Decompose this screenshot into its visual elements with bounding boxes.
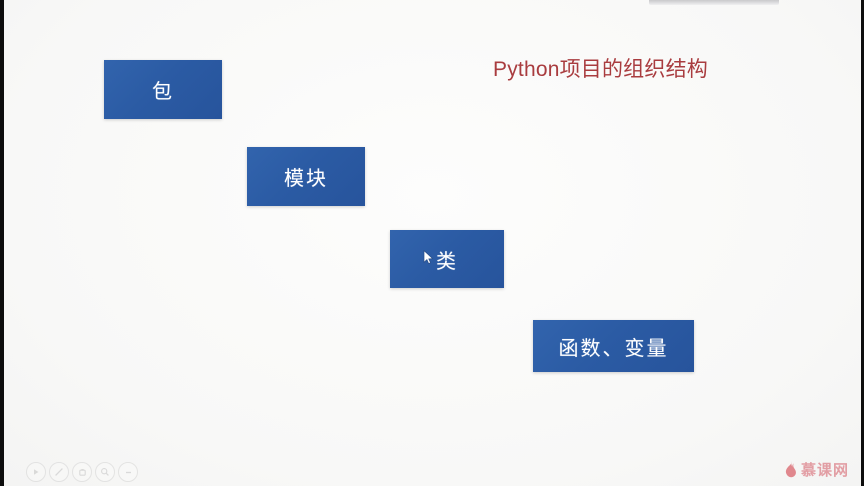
page-title: Python项目的组织结构 [493,58,708,81]
play-icon[interactable] [26,462,46,482]
watermark-text: 慕课网 [800,462,849,479]
diagram-box-label: 包 [152,81,174,103]
diagram-box-package: 包 [104,60,222,119]
frame-edge-left [0,0,4,486]
minus-icon[interactable] [118,462,138,482]
flame-icon [785,461,796,478]
diagram-box-class: 类 [390,230,504,288]
magnifier-icon[interactable] [95,462,115,482]
diagram-box-module: 模块 [247,147,365,206]
diagram-box-label: 模块 [284,168,328,190]
diagram-box-label: 类 [436,250,458,273]
pen-slash-icon[interactable] [49,462,69,482]
presentation-slide: Python项目的组织结构 包 模块 类 函数、变量 [4,0,861,486]
player-controls[interactable] [26,462,138,482]
frame-edge-right [861,0,864,486]
diagram-box-label: 函数、变量 [558,337,669,360]
stamp-icon[interactable] [72,462,92,482]
watermark: 慕课网 [784,459,849,480]
toolbar-strip [649,0,779,5]
diagram-box-function-variable: 函数、变量 [533,320,694,372]
